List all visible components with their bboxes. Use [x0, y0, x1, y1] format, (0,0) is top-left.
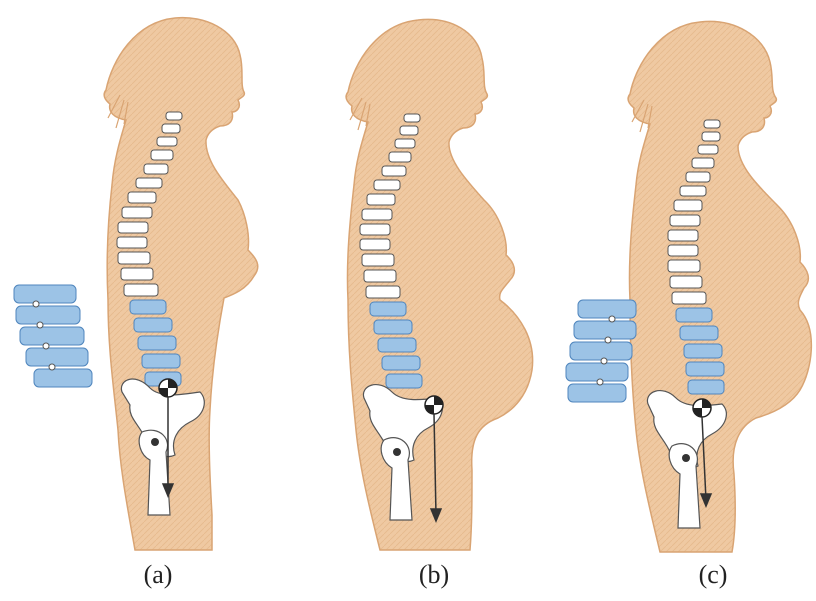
- body-silhouette-c: [628, 21, 811, 552]
- lumbar-detail-c: [566, 300, 636, 402]
- panel-label-c: (c): [699, 560, 728, 590]
- panel-a: [14, 18, 258, 550]
- center-of-gravity-c: [693, 399, 711, 417]
- lumbar-detail-a: [14, 285, 92, 387]
- center-of-gravity-b: [425, 396, 443, 414]
- center-of-gravity-a: [159, 379, 177, 397]
- hip-joint-b: [393, 448, 401, 456]
- panel-label-b: (b): [419, 560, 449, 590]
- hip-joint-c: [682, 454, 690, 462]
- panel-label-a: (a): [144, 560, 173, 590]
- panel-b: [346, 19, 532, 550]
- body-silhouette-b: [346, 19, 532, 550]
- hip-joint-a: [151, 438, 159, 446]
- panel-c: [566, 21, 811, 552]
